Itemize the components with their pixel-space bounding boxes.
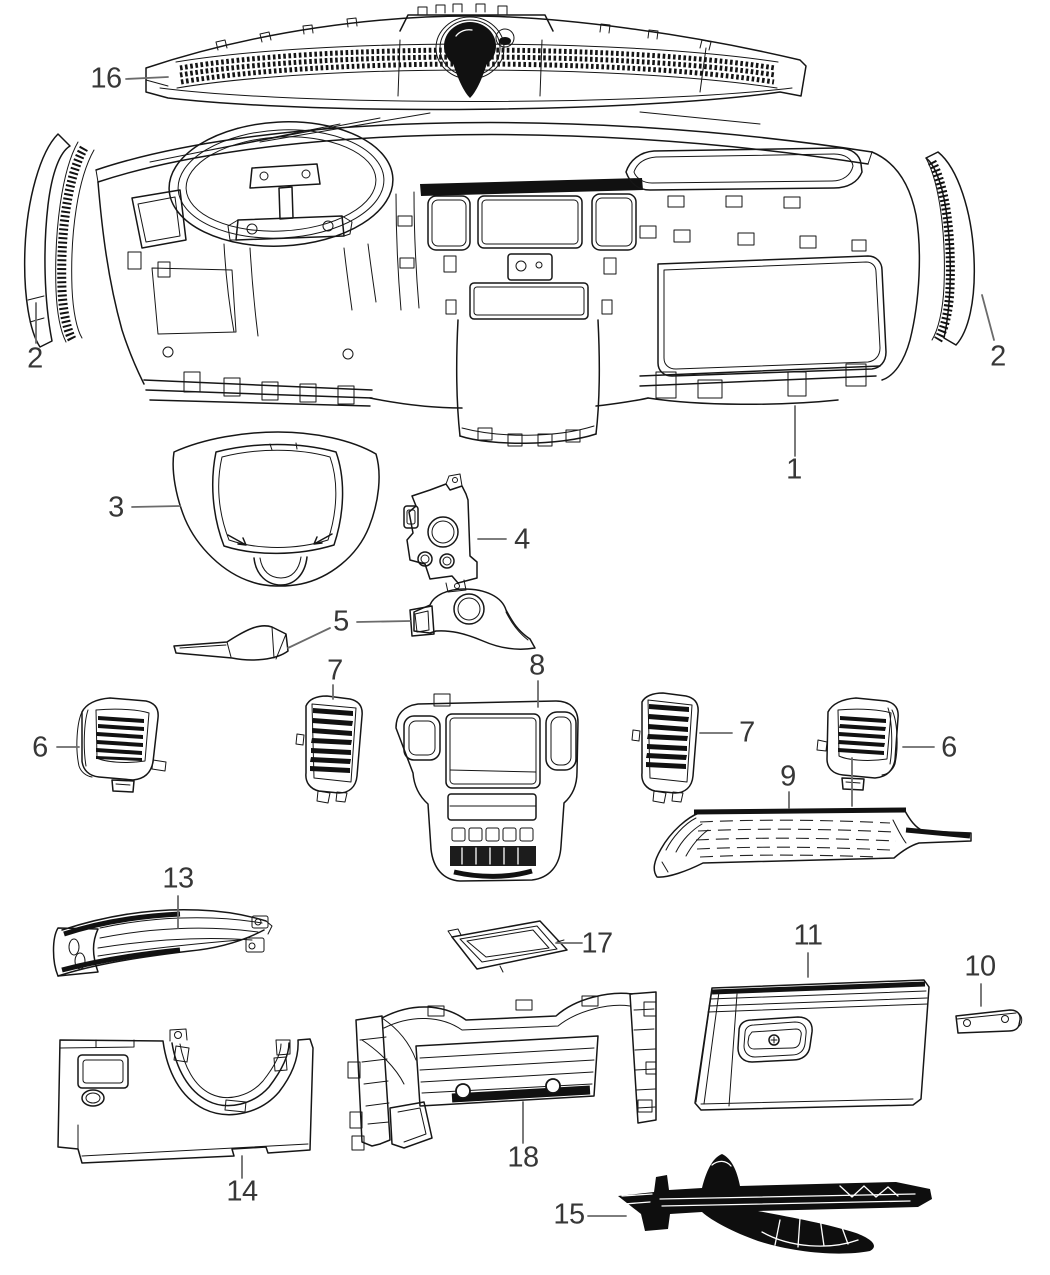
callout-label-5: 5 [333, 605, 349, 638]
callout-label-13: 13 [162, 862, 194, 895]
part-center-stack-bezel [396, 694, 578, 881]
callout-label-7-right: 7 [739, 716, 755, 749]
part-trim-piece-pair [174, 589, 535, 660]
part-center-vent-left [296, 696, 362, 803]
callout-label-10: 10 [964, 950, 996, 983]
callout-label-16: 16 [90, 62, 122, 95]
part-center-vent-right [632, 693, 698, 803]
leader-callout-3 [132, 506, 180, 507]
leader-callout-5-left [288, 628, 330, 648]
part-defroster-grille-panel [146, 4, 806, 109]
part-storage-bin-frame [448, 921, 567, 972]
leader-callout-5-right [357, 621, 410, 622]
callout-leader-lines [36, 77, 994, 1216]
callout-label-6-left: 6 [32, 731, 48, 764]
part-center-support-bracket [348, 992, 656, 1150]
part-instrument-panel-structure [96, 112, 919, 446]
callout-label-4: 4 [514, 523, 530, 556]
part-knee-bolster-panel [58, 1029, 313, 1163]
callout-label-1: 1 [786, 453, 802, 486]
callout-label-2-right: 2 [990, 340, 1006, 373]
callout-label-9: 9 [780, 760, 796, 793]
part-insulator-panel [618, 1154, 932, 1254]
callout-label-7-left: 7 [327, 654, 343, 687]
part-cluster-hood-bezel [173, 432, 379, 586]
part-end-cap-left [25, 134, 94, 347]
part-reinforcement-bracket [54, 910, 273, 976]
part-lower-trim-panel [654, 810, 971, 877]
callout-label-14: 14 [226, 1175, 258, 1208]
callout-label-3: 3 [108, 491, 124, 524]
callout-label-15: 15 [553, 1198, 585, 1231]
callout-label-2-left: 2 [27, 342, 43, 375]
part-support-bracket [404, 474, 477, 592]
part-end-cap-right [926, 152, 974, 345]
part-outer-vent-right [817, 698, 898, 790]
leader-callout-16 [126, 77, 168, 79]
callout-label-17: 17 [581, 927, 613, 960]
callout-label-18: 18 [507, 1141, 539, 1174]
part-outer-vent-left [77, 698, 166, 792]
callout-label-11: 11 [793, 919, 823, 952]
callout-label-8: 8 [529, 649, 545, 682]
leader-callout-2-right [982, 295, 994, 340]
part-striker-plate [956, 1010, 1022, 1033]
part-glove-box-door [695, 980, 929, 1110]
callout-label-6-right: 6 [941, 731, 957, 764]
